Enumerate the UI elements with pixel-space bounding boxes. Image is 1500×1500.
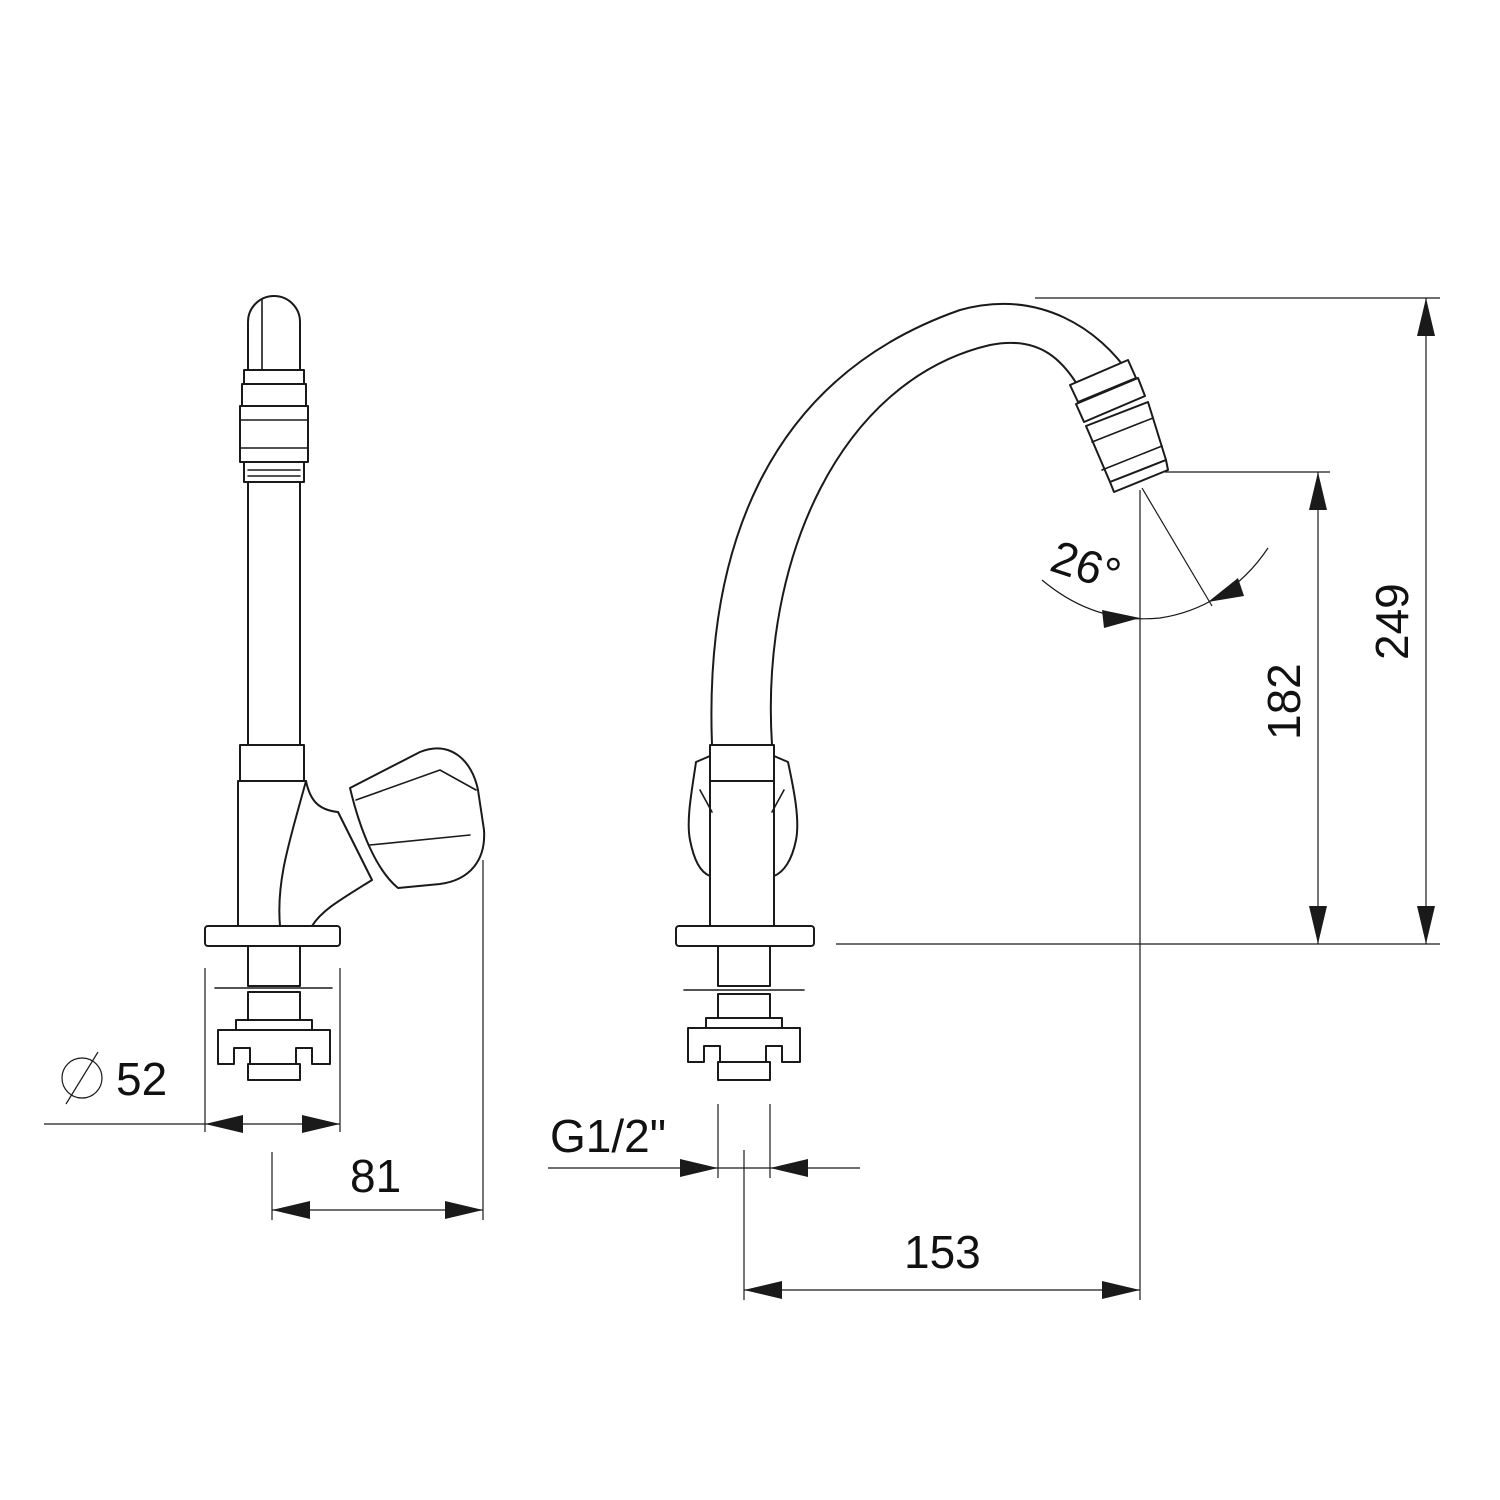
side-valve-arm [278,780,373,927]
side-handle-facet [337,811,373,881]
front-shank-end [717,1061,771,1081]
label-angle: 26° [1045,530,1127,601]
front-shank-lower [717,993,771,1021]
front-view [675,302,1169,1081]
front-handle-facet [771,789,785,813]
side-handle-facet [369,834,471,846]
side-nut [217,1029,331,1065]
side-base-flange [204,925,341,947]
front-body-collar [709,744,775,782]
dim-angle-arrow-right [1208,578,1244,602]
front-aerator-mesh [1109,459,1169,493]
side-nut-ring [235,1019,313,1031]
label-total-height: 249 [1366,583,1418,660]
front-aerator-groove [1091,417,1154,443]
dim-81-arrow-left [272,1201,310,1219]
side-aerator-ring [243,369,305,385]
front-body [709,780,775,927]
front-nut-ring [705,1017,783,1029]
dim-52-arrow-right [302,1115,340,1133]
side-handle-facet [355,769,477,801]
label-thread: G1/2" [550,1110,666,1162]
side-shank-end [247,1063,301,1081]
side-aerator-ring [241,383,307,407]
side-shank [247,945,301,987]
dim-249-arrow-bottom [1417,906,1435,944]
front-shank [717,945,771,987]
front-handle-facet [699,789,713,813]
dim-182-arrow-top [1309,472,1327,510]
diameter-icon [61,1051,103,1105]
front-nozzle-ring [1075,377,1146,423]
front-base-flange [675,925,815,947]
label-outlet-height: 182 [1258,663,1310,740]
dim-angle-arc [1041,547,1269,620]
side-aerator-body [239,405,309,463]
side-body-collar [239,744,305,782]
side-shank-lower [247,991,301,1021]
dim-angle-ray [1141,487,1213,607]
dim-52-arrow-left [205,1115,243,1133]
dim-249-arrow-top [1417,298,1435,336]
dim-81-arrow-right [445,1201,483,1219]
front-handle-right [773,755,799,877]
dim-153-arrow-right [1102,1281,1140,1299]
dim-153-arrow-left [744,1281,782,1299]
front-nut [687,1027,801,1063]
dimension-lines [44,297,1440,1300]
label-reach: 153 [904,1226,981,1278]
front-spout [710,302,1131,746]
dim-182-arrow-bottom [1309,906,1327,944]
label-diameter: 52 [116,1053,167,1105]
label-depth: 81 [350,1150,401,1202]
side-spout-tube [247,295,301,746]
front-handle-left [687,755,711,877]
side-view [204,295,486,1081]
dim-thread-arrow-left [680,1159,718,1177]
side-handle [349,747,486,889]
side-aerator-mesh [243,461,305,483]
front-aerator-groove [1101,445,1163,471]
dim-thread-arrow-right [770,1159,808,1177]
dim-angle-arrow-left [1102,610,1140,628]
